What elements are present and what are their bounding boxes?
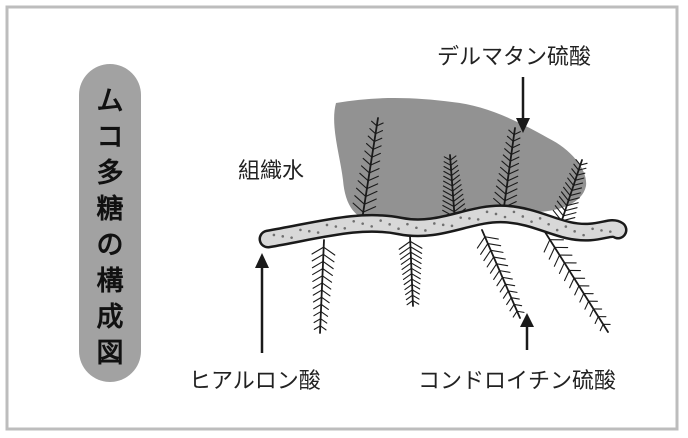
vertical-title: ム コ 多 糖 の 構 成 図 xyxy=(79,64,141,382)
strand-dot xyxy=(591,227,594,230)
strand-dot xyxy=(573,230,576,233)
strand-dot xyxy=(556,229,559,232)
strand-dot xyxy=(361,222,364,225)
strand-dot xyxy=(477,218,480,221)
strand-dot xyxy=(486,211,489,214)
strand-dot xyxy=(370,225,373,228)
title-char: 成 xyxy=(97,302,124,333)
strand-dot xyxy=(290,236,293,239)
strand-dot xyxy=(415,226,418,229)
strand-dot xyxy=(539,217,542,220)
strand-dot xyxy=(442,224,445,227)
title-char: ム xyxy=(97,86,124,117)
strand-dot xyxy=(273,234,276,237)
strand-dot xyxy=(504,216,507,219)
strand-dot xyxy=(397,227,400,230)
strand-dot xyxy=(299,229,302,232)
title-char: 構 xyxy=(97,266,124,297)
strand-dot xyxy=(513,211,516,214)
title-char: コ xyxy=(97,122,124,153)
strand-dot xyxy=(335,225,338,228)
strand-dot xyxy=(308,230,311,233)
title-char: 糖 xyxy=(97,193,124,225)
strand-dot xyxy=(343,227,346,230)
strand-dot xyxy=(522,215,525,218)
label-tissue-water: 組織水 xyxy=(238,159,304,184)
strand-dot xyxy=(388,223,391,226)
strand-dot xyxy=(406,223,409,226)
strand-dot xyxy=(379,219,382,222)
strand-dot xyxy=(424,229,427,232)
title-char: 図 xyxy=(97,338,124,369)
strand-dot xyxy=(565,225,568,228)
strand-dot xyxy=(451,225,454,228)
strand-dot xyxy=(582,234,585,237)
strand-dot xyxy=(600,229,603,232)
strand-dot xyxy=(547,223,550,226)
label-chondroitin-sulfate: コンドロイチン硫酸 xyxy=(418,369,616,394)
strand-dot xyxy=(468,217,471,220)
strand-dot xyxy=(317,231,320,234)
strand-dot xyxy=(530,220,533,223)
strand-dot xyxy=(433,222,436,225)
label-dermatan-sulfate: デルマタン硫酸 xyxy=(437,45,591,70)
strand-dot xyxy=(459,216,462,219)
title-char: 多 xyxy=(97,158,124,189)
strand-dot xyxy=(495,213,498,216)
title-char: の xyxy=(97,230,124,261)
strand-dot xyxy=(352,220,355,223)
strand-dot xyxy=(326,224,329,227)
strand-dot xyxy=(609,230,612,233)
label-hyaluronic-acid: ヒアルロン酸 xyxy=(189,369,321,394)
strand-dot xyxy=(281,235,284,238)
